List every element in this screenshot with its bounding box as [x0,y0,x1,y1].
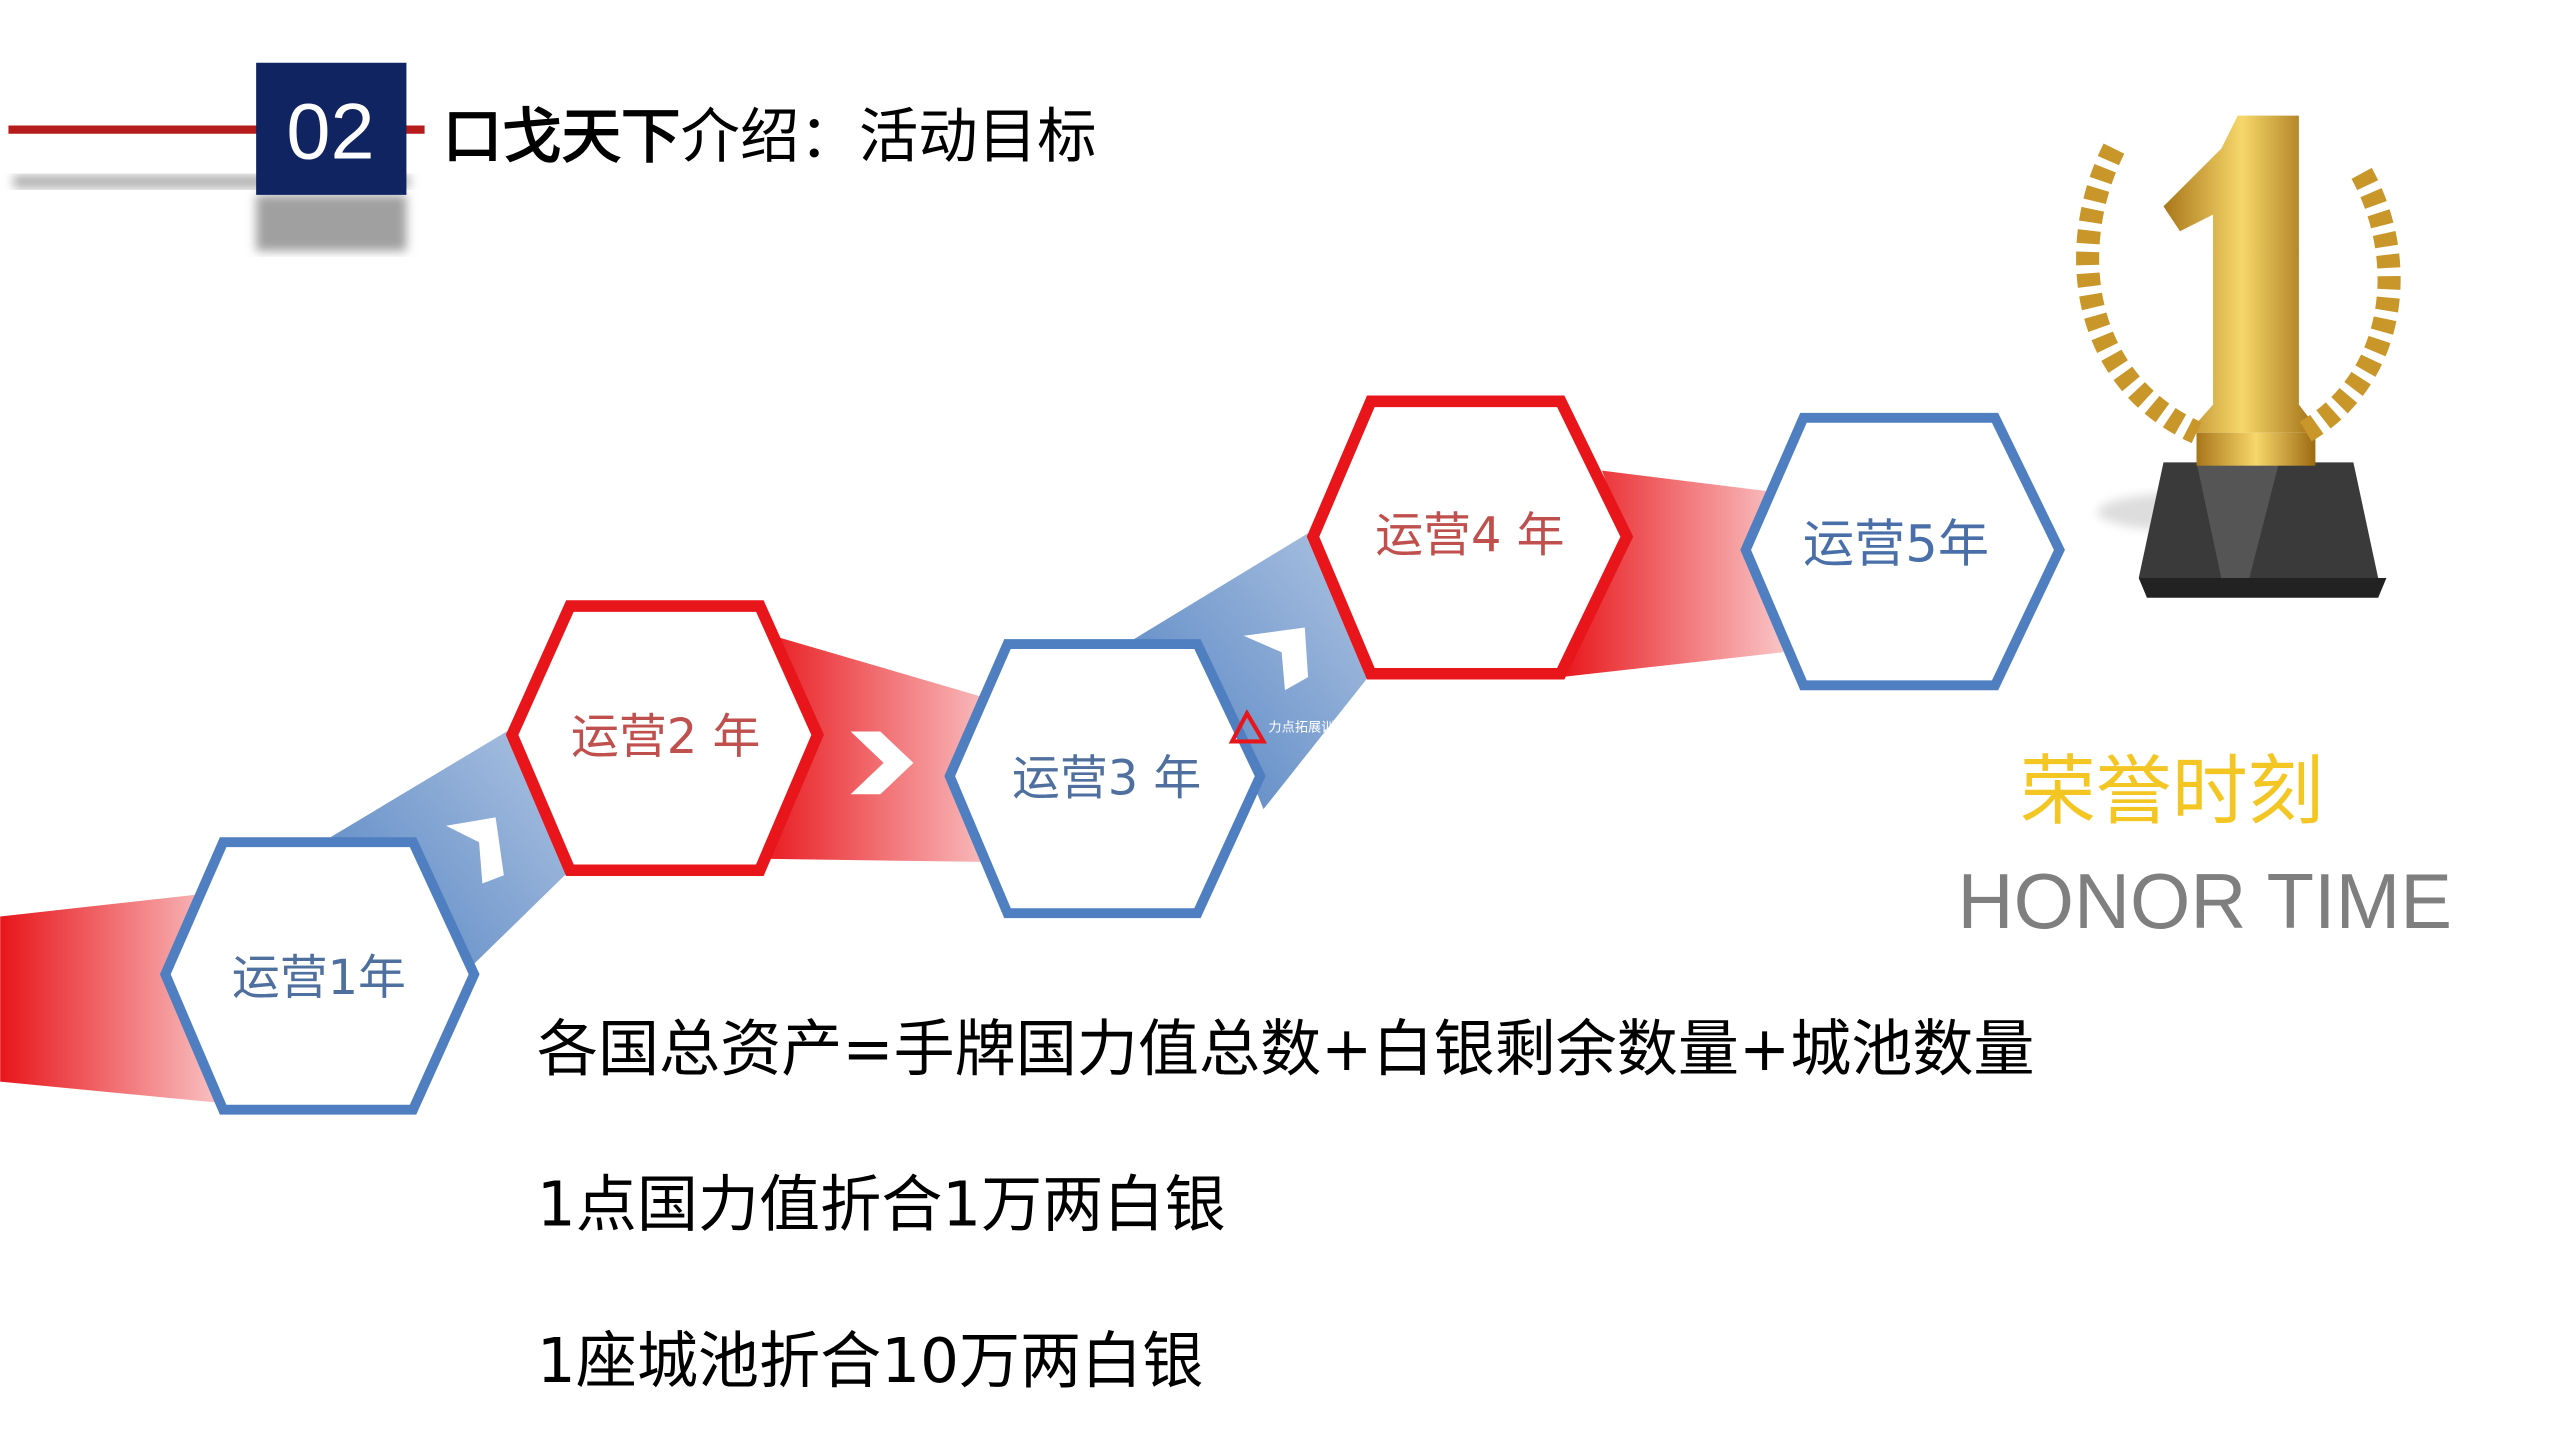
hexagon [159,837,480,1115]
hexagon [505,600,824,877]
step-label: 运营4 年 [1375,509,1564,564]
watermark-logo: 力点拓展训 [1228,709,1334,744]
rule-item: 各国总资产=手牌国力值总数+白银剩余数量+城池数量 [537,1014,2035,1085]
step-3: 运营3 年 [944,639,1266,919]
honor-title-cn: 荣誉时刻 [2020,746,2324,835]
header-red-line [8,125,425,134]
ribbon-1-2 [330,718,570,1008]
hexagon [1740,412,2065,691]
step-label: 运营5年 [1803,514,1989,574]
chevron-arrow-icon [446,817,504,884]
title-bold: 口戈天下 [443,103,681,172]
page-title: 口戈天下介绍：活动目标 [443,103,1097,172]
honor-title-en: HONOR TIME [1958,859,2452,945]
watermark-text: 力点拓展训 [1268,720,1334,736]
logo-triangle-icon [1228,709,1268,744]
rules-list: 各国总资产=手牌国力值总数+白银剩余数量+城池数量 1点国力值折合1万两白银 1… [537,1014,2035,1397]
number-box [256,62,407,195]
section-header: 02 口戈天下介绍：活动目标 [8,62,1097,252]
number-box-shadow [256,194,407,252]
progress-ribbons [0,470,1784,1104]
title-rest: 介绍：活动目标 [681,103,1097,172]
rule-item: 1点国力值折合1万两白银 [537,1169,1226,1240]
section-number: 02 [286,87,374,176]
step-label: 运营2 年 [571,710,760,765]
step-label: 运营3 年 [1012,751,1201,806]
step-5: 运营5年 [1740,412,2065,691]
ribbon-start [0,891,224,1104]
step-1: 运营1年 [159,837,480,1115]
step-2: 运营2 年 [505,600,824,877]
ribbon-3-4 [1131,520,1371,810]
chevron-arrow-icon [1243,627,1309,691]
rule-item: 1座城池折合10万两白银 [537,1326,1203,1397]
hexagon [1306,395,1634,680]
chevron-arrow-icon [850,731,914,795]
step-4: 运营4 年 [1306,395,1634,680]
hexagon [944,639,1266,919]
ribbon-4-5 [1560,470,1784,678]
step-label: 运营1年 [232,951,406,1006]
trophy-icon [2076,115,2401,598]
